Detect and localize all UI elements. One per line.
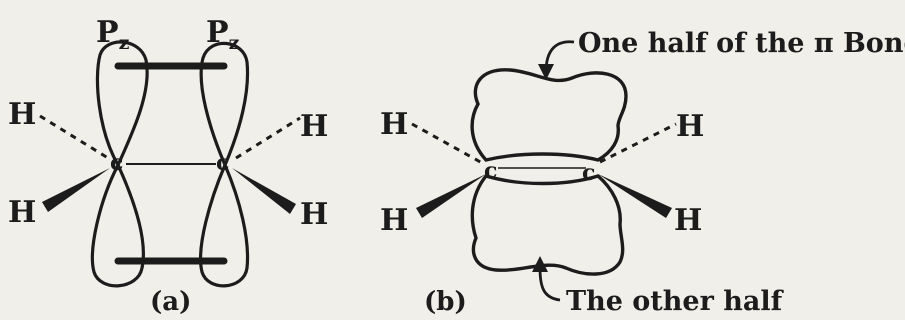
bond-h-bottom-left-b xyxy=(416,174,486,218)
right-pz-orbital xyxy=(198,41,250,288)
carbon-left-a: c xyxy=(110,150,123,176)
pi-lobe-upper xyxy=(470,68,628,162)
pz-label-left: Pz xyxy=(96,15,130,54)
hydrogen-bottom-left-a: H xyxy=(8,195,36,230)
bond-h-top-left-b xyxy=(411,122,485,166)
arrowhead-top xyxy=(538,64,554,80)
bond-h-bottom-right-b xyxy=(598,174,672,218)
pi-lobe-lower xyxy=(470,174,625,276)
hydrogen-bottom-right-b: H xyxy=(674,203,702,238)
panel-b: c c H H H H One half of the π Bond The o… xyxy=(380,28,905,317)
bond-h-top-right-a xyxy=(235,116,301,160)
hydrogen-top-right-a: H xyxy=(300,109,328,144)
carbon-right-a: c xyxy=(216,150,229,176)
bond-h-top-left-a xyxy=(39,114,109,160)
hydrogen-bottom-left-b: H xyxy=(380,203,408,238)
carbon-left-b: c xyxy=(484,158,497,184)
hydrogen-top-right-b: H xyxy=(676,109,704,144)
pz-label-right: Pz xyxy=(206,15,240,54)
hydrogen-bottom-right-a: H xyxy=(300,197,328,232)
annotation-other-half: The other half xyxy=(566,286,785,317)
panel-a: Pz Pz c c H H H H (a) xyxy=(8,15,328,317)
hydrogen-top-left-a: H xyxy=(8,97,36,132)
hydrogen-top-left-b: H xyxy=(380,107,408,142)
annotation-one-half-pi-bond: One half of the π Bond xyxy=(578,28,905,59)
carbon-right-b: c xyxy=(582,160,595,186)
left-pz-orbital xyxy=(90,40,149,288)
caption-a: (a) xyxy=(150,287,191,317)
bond-h-bottom-left-a xyxy=(42,168,110,212)
arrowhead-bottom xyxy=(532,256,548,272)
bond-h-top-right-b xyxy=(599,122,677,164)
caption-b: (b) xyxy=(424,287,467,317)
bond-h-bottom-right-a xyxy=(232,168,296,214)
arrow-bottom-annotation xyxy=(538,267,561,302)
